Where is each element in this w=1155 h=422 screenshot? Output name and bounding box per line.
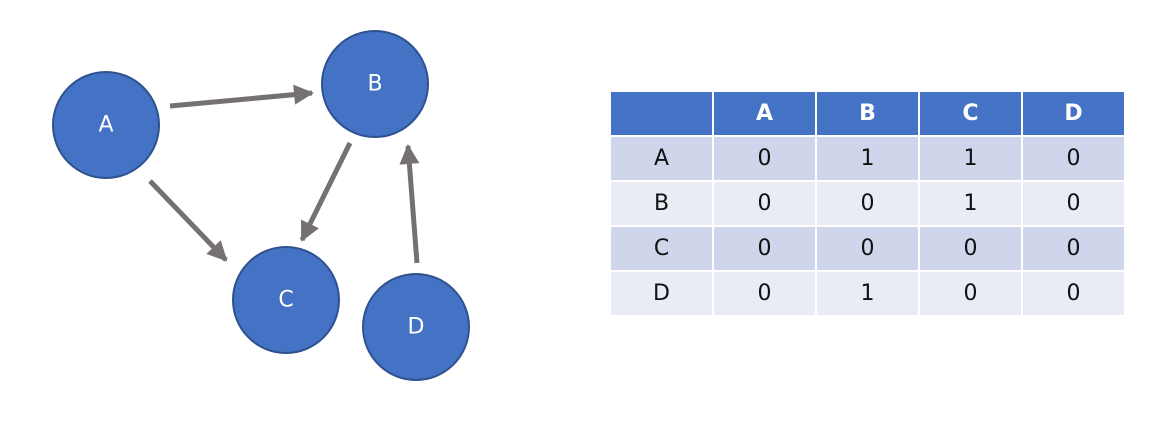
matrix-cell: 1 xyxy=(815,135,920,182)
row-header: D xyxy=(609,270,714,317)
matrix-cell: 0 xyxy=(815,225,920,272)
matrix-cell: 0 xyxy=(1021,135,1126,182)
matrix-cell: 0 xyxy=(712,180,817,227)
node-b: B xyxy=(321,30,429,138)
node-b-label: B xyxy=(367,72,382,97)
matrix-cell: 0 xyxy=(712,135,817,182)
column-header: B xyxy=(815,90,920,137)
column-header: D xyxy=(1021,90,1126,137)
row-header: C xyxy=(609,225,714,272)
matrix-corner-cell xyxy=(609,90,714,137)
matrix-cell: 1 xyxy=(918,135,1023,182)
edge-b-to-c xyxy=(299,141,353,242)
matrix-row: C 0 0 0 0 xyxy=(609,225,1126,272)
matrix-cell: 1 xyxy=(918,180,1023,227)
node-c-label: C xyxy=(278,288,293,313)
node-d-label: D xyxy=(408,315,425,340)
column-header: A xyxy=(712,90,817,137)
matrix-row: B 0 0 1 0 xyxy=(609,180,1126,227)
matrix-cell: 0 xyxy=(918,270,1023,317)
edge-a-to-b xyxy=(169,84,314,109)
matrix-row: A 0 1 1 0 xyxy=(609,135,1126,182)
row-header: A xyxy=(609,135,714,182)
matrix-cell: 0 xyxy=(1021,180,1126,227)
directed-graph: A B C D xyxy=(52,30,470,381)
matrix-row: D 0 1 0 0 xyxy=(609,270,1126,317)
matrix-cell: 0 xyxy=(712,270,817,317)
matrix-cell: 0 xyxy=(815,180,920,227)
edge-a-to-c xyxy=(148,179,228,262)
matrix-cell: 0 xyxy=(1021,225,1126,272)
matrix-header-row: A B C D xyxy=(609,90,1126,137)
adjacency-matrix: A B C D A 0 1 1 0 B 0 0 1 0 C 0 0 0 0 D xyxy=(609,90,1126,317)
node-a: A xyxy=(52,71,160,179)
node-a-label: A xyxy=(98,113,113,138)
matrix-cell: 0 xyxy=(712,225,817,272)
row-header: B xyxy=(609,180,714,227)
edge-d-to-b xyxy=(399,144,420,264)
matrix-cell: 1 xyxy=(815,270,920,317)
matrix-cell: 0 xyxy=(1021,270,1126,317)
matrix-cell: 0 xyxy=(918,225,1023,272)
node-d: D xyxy=(362,273,470,381)
node-c: C xyxy=(232,246,340,354)
column-header: C xyxy=(918,90,1023,137)
